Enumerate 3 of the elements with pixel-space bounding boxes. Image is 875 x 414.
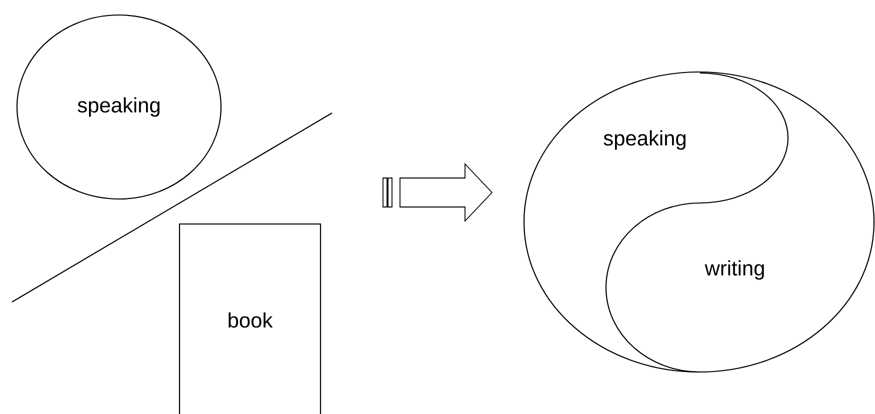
region-label: speaking	[604, 130, 686, 150]
region-label: writing	[704, 260, 764, 280]
circle-outline	[523, 71, 875, 373]
